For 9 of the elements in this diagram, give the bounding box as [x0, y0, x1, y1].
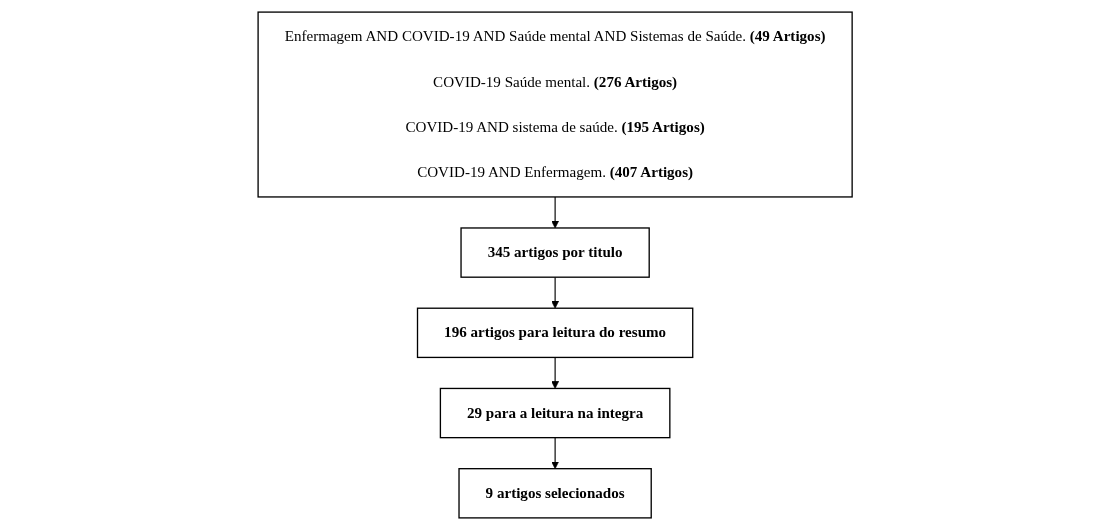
- node-box: 29 para a leitura na integra: [439, 387, 671, 438]
- arrow: [551, 276, 559, 309]
- arrow: [551, 436, 559, 469]
- node-box: 196 artigos para leitura do resumo: [416, 307, 694, 358]
- arrow: [551, 356, 559, 389]
- node-box: 9 artigos selecionados: [458, 467, 652, 519]
- arrow: [551, 195, 559, 228]
- node-box: 345 artigos por titulo: [460, 226, 650, 278]
- node-box: Enfermagem AND COVID-19 AND Saúde mental AND Sistemas de Saúde. (49 Artigos) COVID-19 Saúde mental. (276 Artigos) COVID-19 AND sistema de saúde. (195 Artigos) COVID-19 AND Enfermagem. (407 Artigos): [257, 10, 853, 198]
